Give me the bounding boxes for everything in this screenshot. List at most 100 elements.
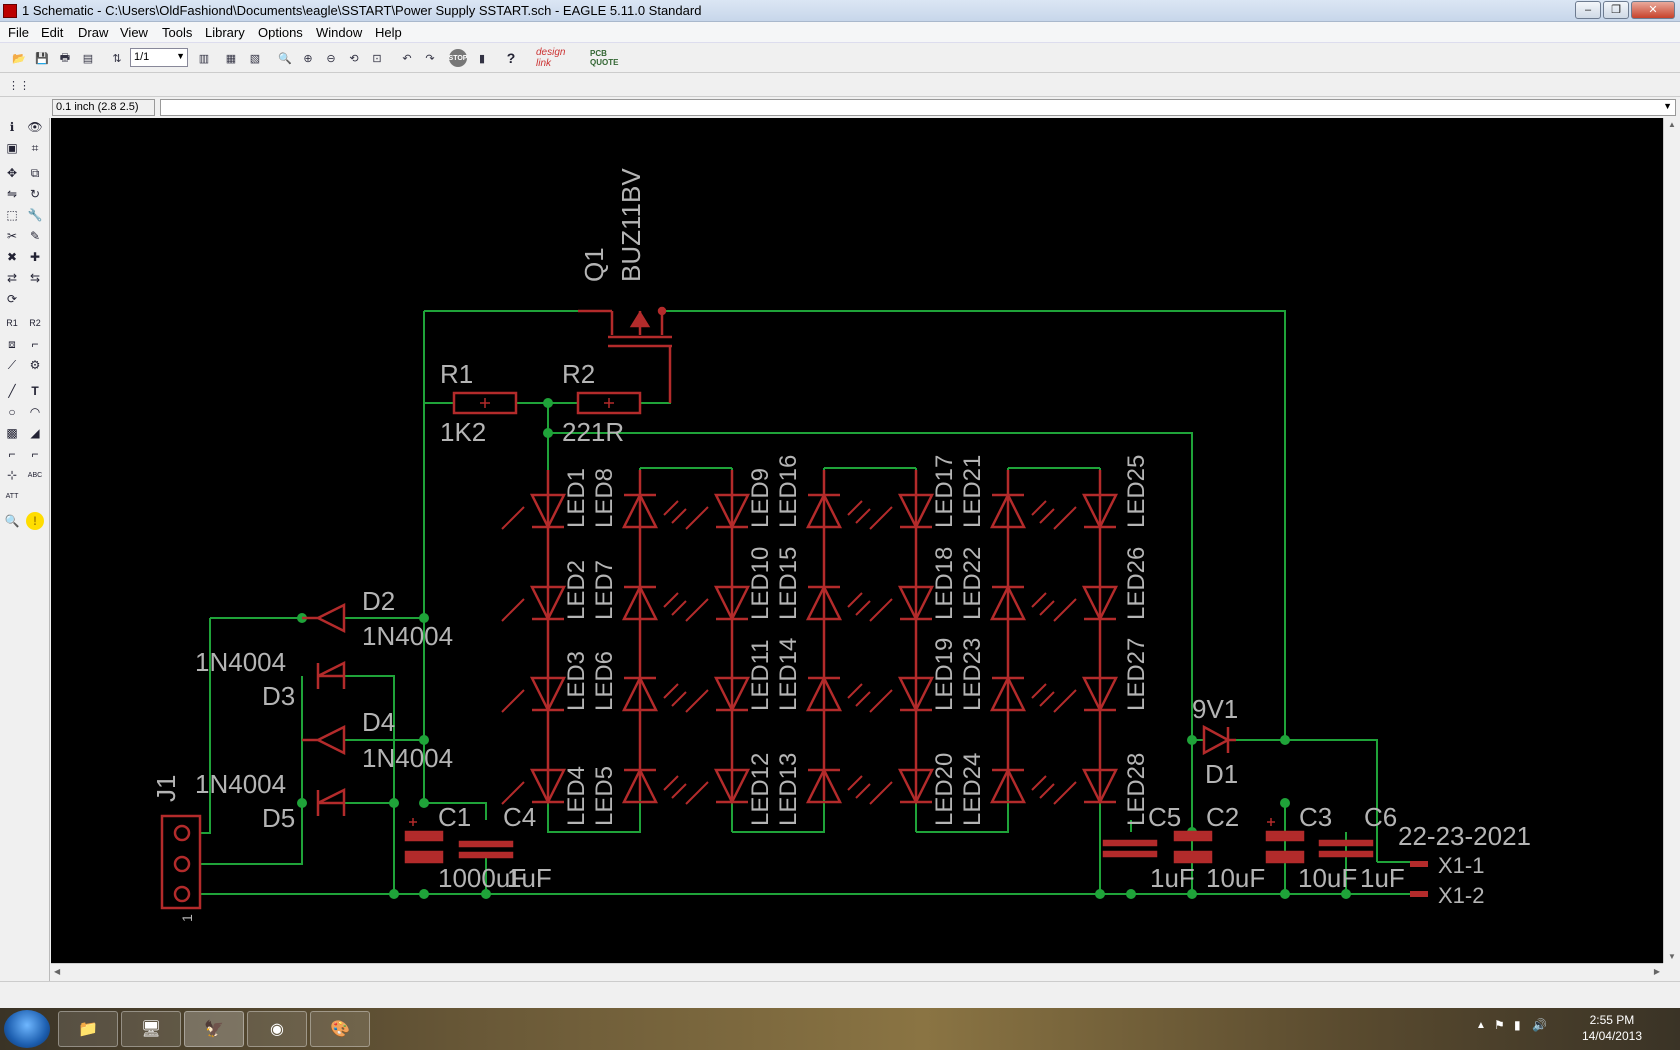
eagle-task-icon[interactable]: 🦅: [184, 1011, 244, 1047]
scroll-up-icon[interactable]: ▲: [1668, 120, 1676, 129]
label-icon[interactable]: ABC: [27, 471, 43, 479]
network-icon[interactable]: ▮: [1514, 1018, 1521, 1032]
horizontal-scrollbar[interactable]: ◀ ▶: [51, 963, 1663, 980]
monitor-task-icon[interactable]: 🖥: [121, 1011, 181, 1047]
paint-task-icon[interactable]: 🎨: [310, 1011, 370, 1047]
copy-icon[interactable]: ⧉: [30, 165, 40, 180]
value-icon[interactable]: R2: [29, 318, 41, 328]
mirror-icon[interactable]: ⇋: [6, 187, 18, 201]
text-icon[interactable]: T: [31, 384, 39, 398]
menu-options[interactable]: Options: [258, 25, 303, 40]
errors-icon[interactable]: !: [26, 512, 44, 530]
delete-icon[interactable]: ✎: [29, 229, 41, 243]
attribute-icon[interactable]: ATT: [5, 492, 19, 500]
menu-draw[interactable]: Draw: [78, 25, 109, 40]
vertical-scrollbar[interactable]: ▲ ▼: [1663, 118, 1680, 963]
paste-icon[interactable]: ✂: [6, 229, 18, 243]
menu-file[interactable]: File: [8, 25, 29, 40]
zoom-in-icon[interactable]: ⊕: [303, 52, 313, 65]
stop-icon[interactable]: STOP: [449, 49, 467, 67]
polygon-icon[interactable]: ◢: [30, 426, 40, 440]
wire-icon[interactable]: ╱: [8, 384, 16, 398]
zoom-out-icon[interactable]: ⊖: [326, 52, 336, 65]
change-icon[interactable]: 🔧: [27, 208, 43, 222]
info-icon[interactable]: ℹ: [9, 120, 15, 134]
minimize-button[interactable]: –: [1575, 1, 1601, 19]
save-icon[interactable]: 💾: [35, 52, 49, 65]
volume-icon[interactable]: 🔊: [1532, 1018, 1547, 1032]
light-emission-arrows: [663, 775, 687, 799]
ulp-icon[interactable]: ▧: [249, 52, 261, 65]
erc-icon[interactable]: 🔍: [4, 514, 20, 528]
miter-icon[interactable]: ⌐: [31, 337, 39, 351]
close-button[interactable]: ✕: [1631, 1, 1675, 19]
light-emission-arrows: [1031, 683, 1055, 707]
led-symbol: [685, 493, 751, 530]
scroll-right-icon[interactable]: ▶: [1653, 967, 1660, 976]
print-icon[interactable]: 🖶: [59, 51, 71, 64]
light-emission-arrows: [663, 500, 687, 524]
bus-icon[interactable]: ⌐: [8, 447, 16, 461]
board-switch-icon[interactable]: ⇅: [112, 52, 122, 65]
redo-icon[interactable]: ↷: [425, 52, 435, 65]
menu-help[interactable]: Help: [375, 25, 402, 40]
rect-icon[interactable]: ▩: [6, 426, 18, 440]
move-icon[interactable]: ✥: [6, 166, 18, 180]
scroll-left-icon[interactable]: ◀: [54, 967, 61, 976]
grid-icon[interactable]: ⋮⋮: [8, 79, 30, 92]
menu-library[interactable]: Library: [205, 25, 245, 40]
pinswap-icon[interactable]: ⇄: [6, 271, 18, 285]
start-button[interactable]: [4, 1010, 50, 1048]
mark-icon[interactable]: ⌗: [31, 140, 39, 155]
split-icon[interactable]: ⟋: [7, 357, 17, 372]
schematic-canvas[interactable]: Q1 BUZ11BV R1 1K2 R2 221R D2 1N4004 1N40…: [51, 118, 1663, 963]
x1-pin2-label: X1-2: [1438, 883, 1484, 908]
menu-edit[interactable]: Edit: [41, 25, 64, 40]
clock[interactable]: 2:55 PM 14/04/2013: [1582, 1012, 1642, 1044]
cut-icon[interactable]: ✖: [6, 250, 18, 264]
go-icon[interactable]: ▮: [478, 52, 486, 65]
smash-icon[interactable]: ⧈: [8, 336, 16, 351]
rotate-icon[interactable]: ↻: [29, 187, 41, 201]
invoke-icon[interactable]: ⚙: [29, 358, 41, 372]
script-icon[interactable]: ▦: [225, 52, 237, 65]
group-icon[interactable]: ⬚: [6, 208, 18, 222]
circle-icon[interactable]: ○: [8, 405, 16, 419]
help-icon[interactable]: ?: [506, 50, 516, 66]
led-name-label: LED12: [747, 753, 774, 826]
led-symbol: [805, 492, 871, 529]
zoom-fit-icon[interactable]: 🔍: [278, 52, 292, 65]
show-hidden-icons-icon[interactable]: ▲: [1476, 1020, 1486, 1031]
restore-button[interactable]: ❐: [1603, 1, 1629, 19]
undo-icon[interactable]: ↶: [402, 52, 412, 65]
show-icon[interactable]: 👁: [27, 120, 43, 134]
scroll-down-icon[interactable]: ▼: [1668, 952, 1676, 961]
zoom-select-icon[interactable]: ⊡: [372, 52, 382, 65]
redraw-icon[interactable]: ⟲: [349, 52, 359, 65]
gateswap-icon[interactable]: ⇆: [29, 271, 41, 285]
chrome-task-icon[interactable]: ◉: [247, 1011, 307, 1047]
display-icon[interactable]: ▣: [6, 141, 18, 155]
library-icon[interactable]: ▥: [198, 52, 210, 65]
replace-icon[interactable]: ⟳: [6, 292, 18, 306]
chevron-down-icon[interactable]: ▼: [1663, 101, 1672, 111]
sheet-select[interactable]: 1/1▼: [130, 48, 188, 67]
cam-processor-icon[interactable]: ▤: [82, 52, 94, 65]
menu-view[interactable]: View: [120, 25, 148, 40]
name-icon[interactable]: R1: [6, 318, 18, 328]
open-icon[interactable]: 📂: [12, 52, 26, 65]
explorer-task-icon[interactable]: 📁: [58, 1011, 118, 1047]
arc-icon[interactable]: ◠: [29, 405, 41, 419]
design-link-icon[interactable]: design link: [536, 47, 566, 69]
net-icon[interactable]: ⌐: [31, 447, 39, 461]
pcb-quote-icon[interactable]: PCB QUOTE: [590, 49, 619, 67]
menu-window[interactable]: Window: [316, 25, 363, 40]
led-name-label: LED27: [1123, 638, 1150, 711]
status-bar: [0, 981, 1680, 1008]
command-input[interactable]: ▼: [160, 99, 1676, 116]
junction-icon[interactable]: ⊹: [6, 468, 18, 482]
x1-pins: [1410, 861, 1428, 897]
flag-icon[interactable]: ⚑: [1494, 1018, 1505, 1032]
menu-tools[interactable]: Tools: [162, 25, 193, 40]
add-icon[interactable]: ✚: [29, 250, 41, 264]
